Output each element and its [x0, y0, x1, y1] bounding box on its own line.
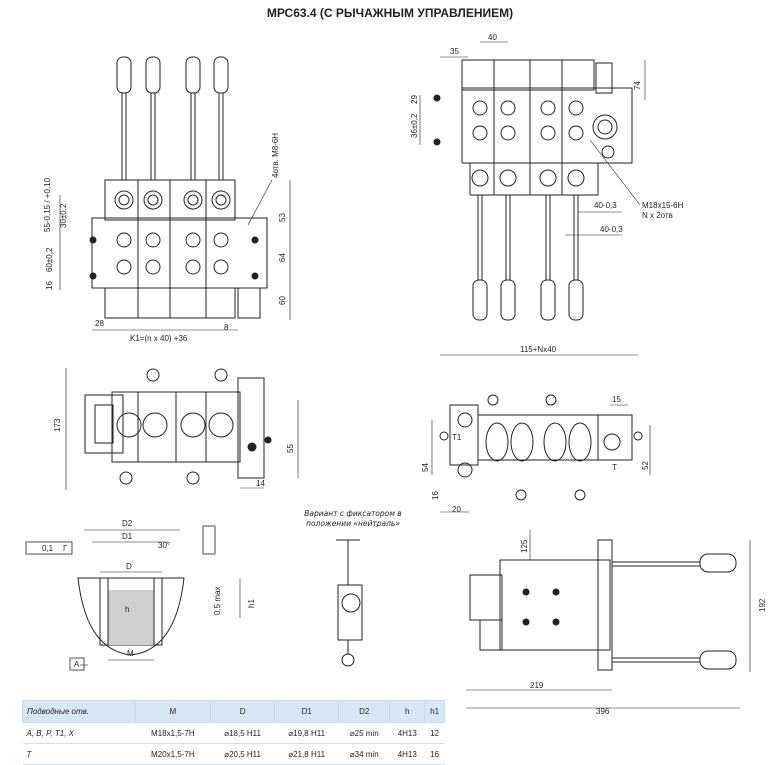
table-cell: M18x1,5-7H: [135, 722, 211, 744]
dim-60: 60: [278, 296, 287, 305]
front-view: 55-0,15 / +0,10 30±0,2 60±0,2 16 53 64 6…: [43, 56, 291, 343]
table-cell: A, B, P, T1, X: [22, 722, 136, 744]
port-detail: D2 D1 D 30° 0,5 max h1 h M A Г 0,1: [25, 519, 256, 671]
dim-d2: D2: [122, 519, 133, 528]
dim-53: 53: [278, 213, 287, 222]
datum-a: A: [74, 660, 80, 669]
table-cell: ⌀21,8 H11: [274, 743, 339, 765]
table-cell: ⌀25 min: [338, 722, 390, 744]
col-h1: h1: [424, 700, 445, 723]
dim-d1: D1: [122, 532, 133, 541]
dim-k1: K1=(n x 40) +36: [130, 334, 188, 343]
dim-16: 16: [45, 281, 54, 290]
table-cell: ⌀34 min: [338, 743, 390, 765]
dim-125: 125: [520, 539, 529, 553]
dim-55: 55-0,15 / +0,10: [43, 177, 52, 232]
table-cell: T: [22, 743, 136, 765]
dim-396: 396: [596, 707, 610, 716]
dim-40: 40: [488, 33, 497, 42]
dim-m: M: [127, 649, 134, 658]
dim-173: 173: [53, 418, 62, 432]
dim-30deg: 30°: [158, 541, 170, 550]
dim-55b: 55: [286, 444, 295, 453]
dim-4otv: 4отв. M8-6H: [271, 133, 280, 178]
bottom-view: 115+Nx40 15 54 52 16 20 T1 T: [421, 345, 651, 514]
dim-m18: M18x15-6H: [642, 201, 684, 210]
dim-40-03a: 40-0,3: [594, 201, 617, 210]
side-ports: [433, 94, 585, 187]
label-t: T: [612, 463, 617, 472]
dim-54: 54: [421, 463, 430, 472]
dim-52: 52: [641, 461, 650, 470]
dim-16b: 16: [431, 491, 440, 500]
table-cell: ⌀18,5 H11: [210, 722, 275, 744]
col-m: M: [134, 700, 212, 723]
port-spec-table: Подводные отв. M D D1 D2 h h1 A, B, P, T…: [22, 700, 445, 765]
dim-05max: 0,5 max: [213, 587, 222, 615]
table-cell: 4H13: [389, 722, 425, 744]
table-cell: ⌀19,8 H11: [274, 722, 339, 744]
dim-15: 15: [612, 395, 621, 404]
table-cell: 12: [424, 722, 445, 744]
dim-8: 8: [224, 323, 229, 332]
page-title: МРС63.4 (С РЫЧАЖНЫМ УПРАВЛЕНИЕМ): [266, 6, 514, 20]
dim-219: 219: [530, 681, 544, 690]
variant-caption: Вариант с фиксатором в положении «нейтра…: [304, 509, 402, 528]
col-d: D: [210, 700, 276, 723]
dim-30: 30±0,2: [59, 203, 68, 228]
port-circles: [89, 190, 259, 280]
dim-74: 74: [633, 81, 642, 90]
dim-h1: h1: [247, 599, 256, 608]
lever-handles: [116, 56, 229, 180]
dim-64: 64: [278, 253, 287, 262]
table-cell: M20x1,5-7H: [135, 743, 211, 765]
table-cell: ⌀20,5 H11: [210, 743, 275, 765]
table-row: T M20x1,5-7H ⌀20,5 H11 ⌀21,8 H11 ⌀34 min…: [22, 743, 445, 765]
table-cell: 4H13: [389, 743, 425, 765]
dim-28: 28: [95, 319, 104, 328]
dim-115: 115+Nx40: [520, 345, 557, 354]
col-ports: Подводные отв.: [22, 700, 136, 723]
dim-14: 14: [256, 479, 265, 488]
dim-20: 20: [452, 505, 461, 514]
dim-35: 35: [450, 47, 459, 56]
dim-nx2: N x 2отв: [642, 211, 673, 220]
col-d2: D2: [338, 700, 391, 723]
col-h: h: [389, 700, 426, 723]
assembly-view: 125 192 219 396: [466, 530, 767, 716]
label-t1: T1: [452, 433, 462, 442]
dim-h: h: [125, 605, 129, 614]
col-d1: D1: [274, 700, 340, 723]
table-header-row: Подводные отв. M D D1 D2 h h1: [22, 700, 445, 723]
dim-40-03b: 40-0,3: [600, 225, 623, 234]
dim-60-02: 60±0,2: [45, 247, 54, 272]
datum-g: Г: [63, 544, 68, 553]
top-view: 173 55 14: [53, 368, 299, 490]
variant-view: [336, 539, 363, 667]
side-view: 35 40 74 36±0,2 29 40-0,3 40-0,3 M18x15-…: [410, 33, 684, 321]
dim-29: 29: [410, 95, 419, 104]
table-row: A, B, P, T1, X M18x1,5-7H ⌀18,5 H11 ⌀19,…: [22, 722, 445, 744]
table-cell: 16: [424, 743, 445, 765]
dim-192: 192: [758, 598, 767, 612]
dim-36: 36±0,2: [410, 113, 419, 138]
dim-d: D: [126, 562, 132, 571]
tol-01: 0,1: [42, 544, 54, 553]
